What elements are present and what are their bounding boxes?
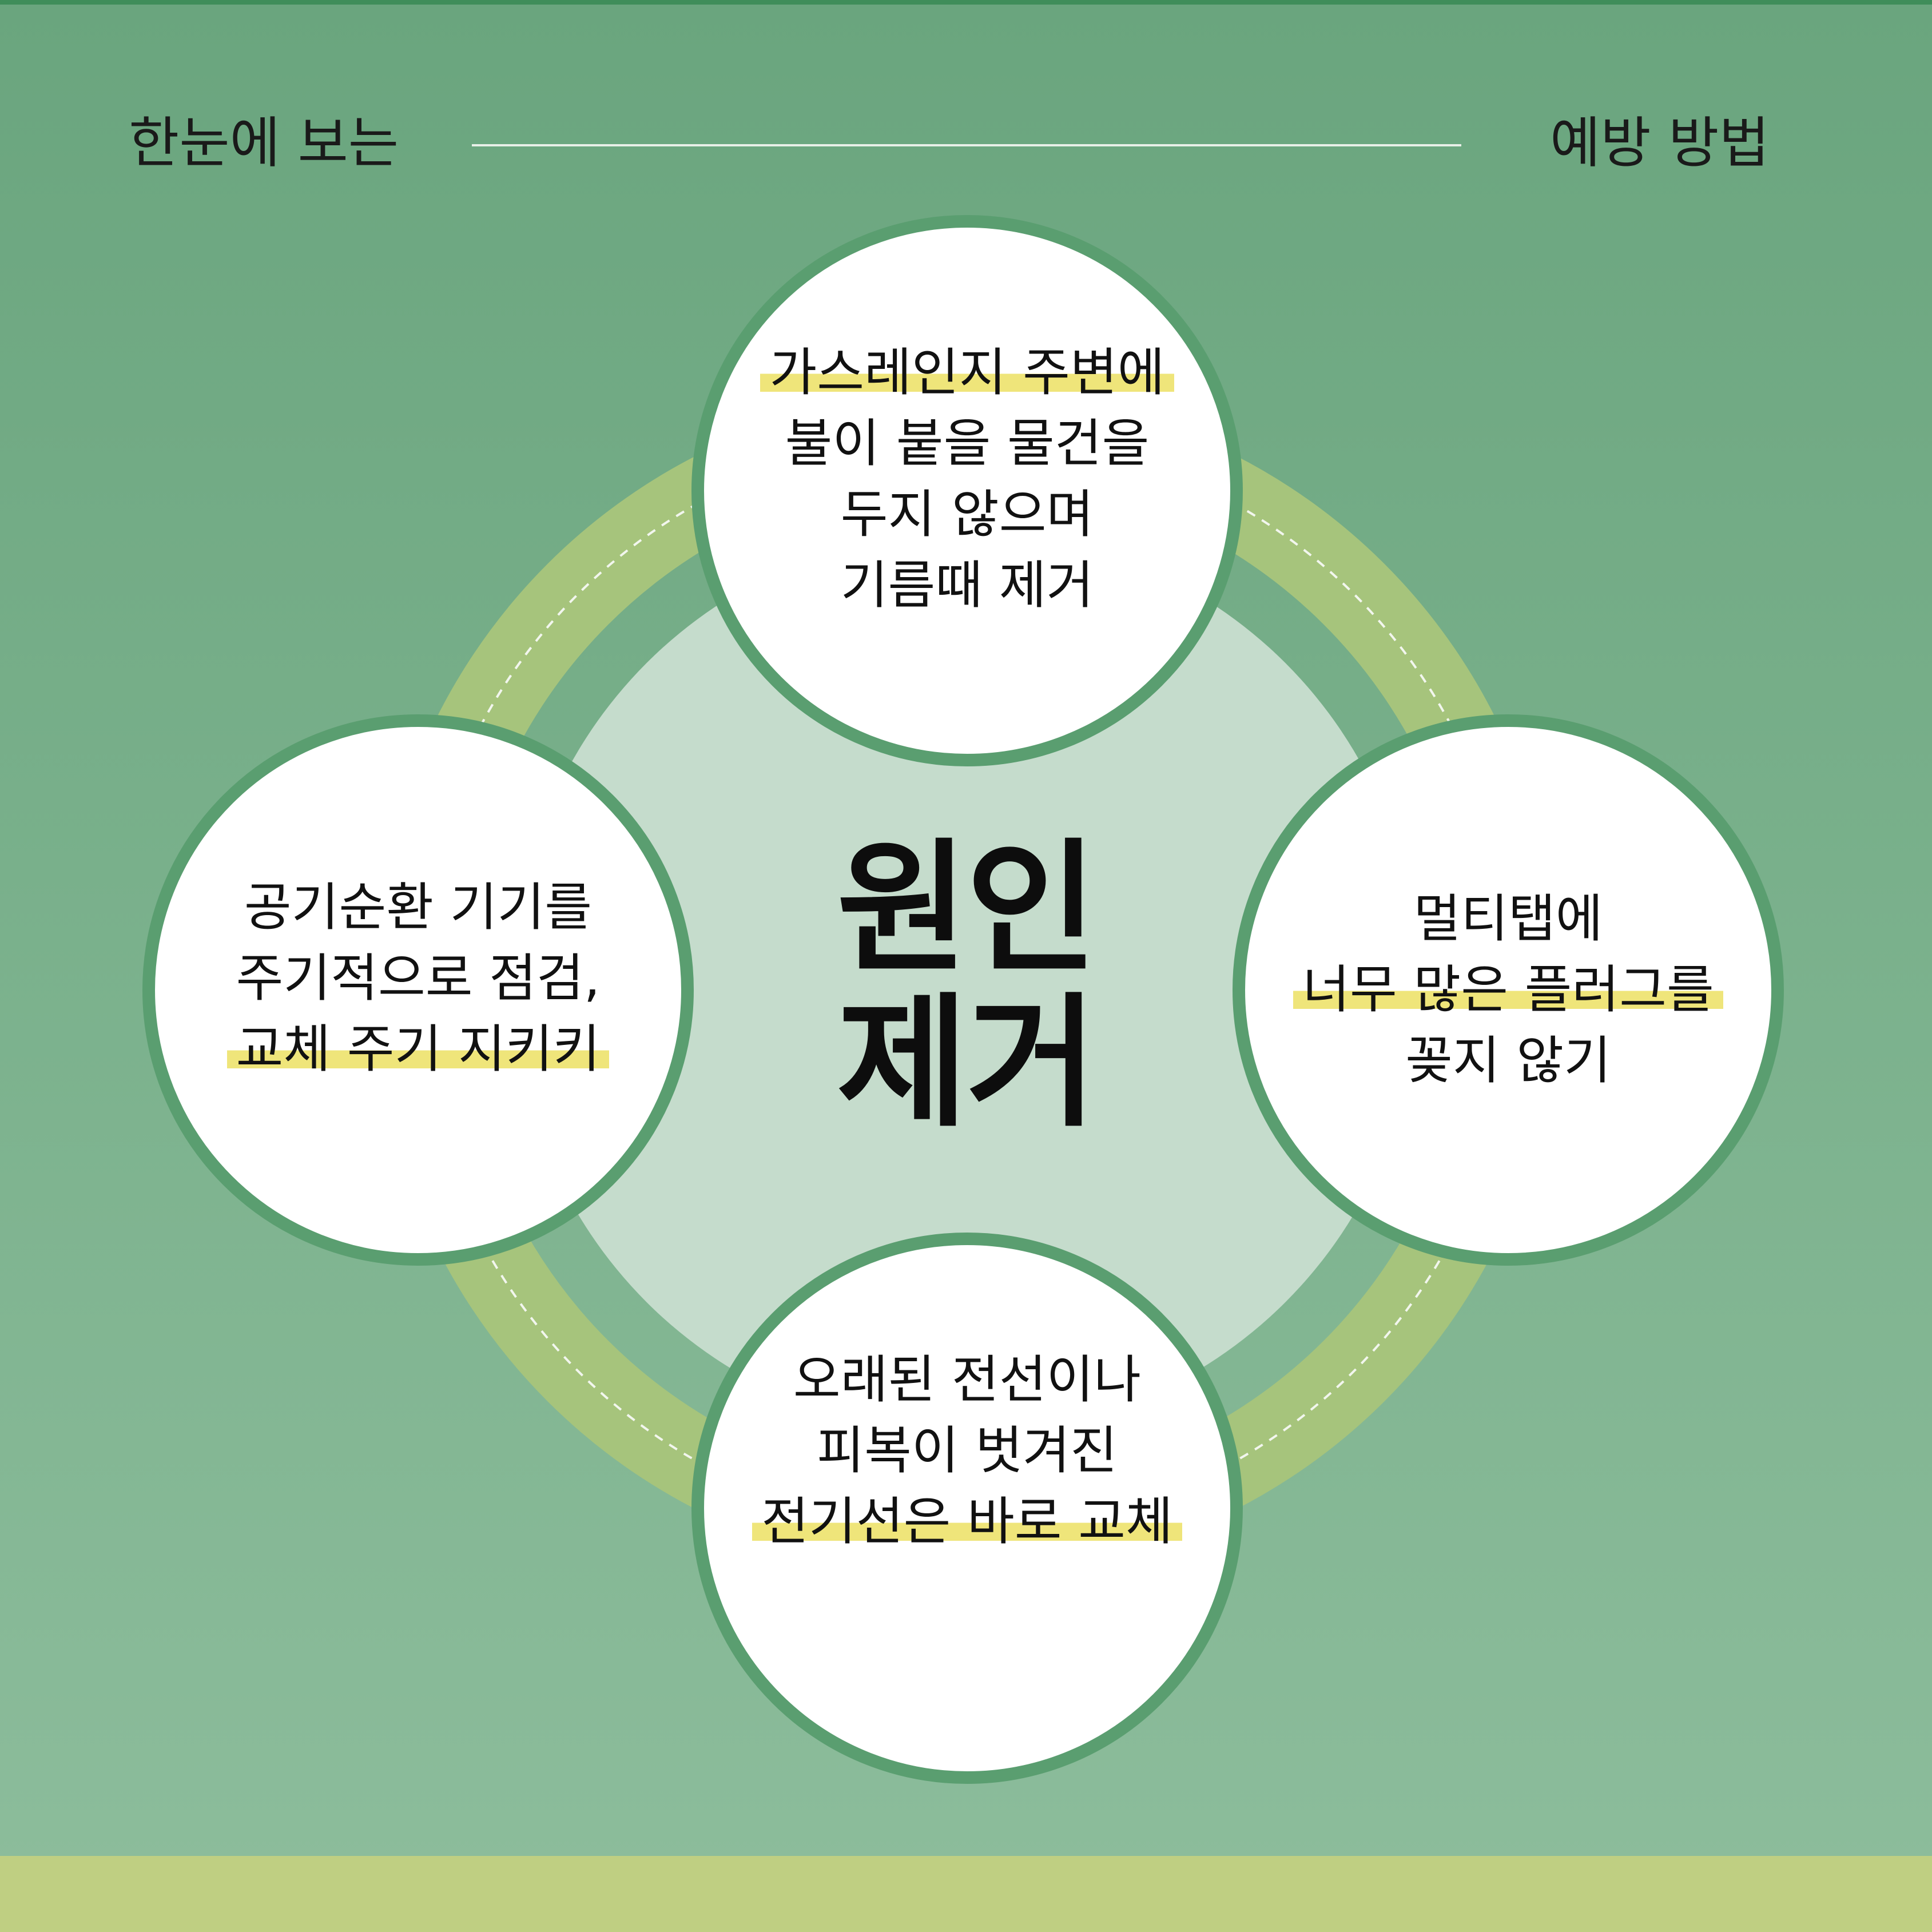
- center-title-line2: 제거: [837, 980, 1098, 1146]
- inner-disc: [514, 531, 1418, 1434]
- circle-top-line1: 가스레인지 주변에: [760, 343, 1174, 403]
- circle-bottom-line3: 전기선은 바로 교체: [752, 1492, 1182, 1552]
- header-divider: [472, 144, 1461, 146]
- header-right-text: 예방 방법: [1550, 111, 1770, 175]
- circle-top: 가스레인지 주변에 불이 붙을 물건을 두지 않으며 기름때 제거: [691, 215, 1243, 766]
- circle-bottom: 오래된 전선이나 피복이 벗겨진 전기선은 바로 교체: [691, 1233, 1243, 1784]
- circle-bottom-line1: 오래된 전선이나: [793, 1350, 1142, 1410]
- circle-left-line3: 교체 주기 지키키: [226, 1019, 610, 1079]
- circle-right-line1: 멀티탭에: [1413, 889, 1603, 949]
- header-left-text: 한눈에 보는: [129, 111, 399, 175]
- bottom-band: [0, 1856, 1932, 1932]
- top-accent-line: [0, 0, 1932, 5]
- circle-right-line3: 꽂지 않기: [1405, 1031, 1611, 1091]
- circle-right-text: 멀티탭에 너무 많은 플러그를 꽂지 않기: [1293, 884, 1723, 1096]
- circle-top-line2: 불이 붙을 물건을: [785, 414, 1150, 474]
- circle-right: 멀티탭에 너무 많은 플러그를 꽂지 않기: [1233, 714, 1784, 1266]
- circle-bottom-text: 오래된 전선이나 피복이 벗겨진 전기선은 바로 교체: [752, 1345, 1182, 1557]
- circle-left-line1: 공기순환 기기를: [244, 877, 593, 937]
- circle-right-line2: 너무 많은 플러그를: [1293, 960, 1723, 1020]
- circle-left: 공기순환 기기를 주기적으로 점검, 교체 주기 지키키: [142, 714, 694, 1266]
- circle-top-text: 가스레인지 주변에 불이 붙을 물건을 두지 않으며 기름때 제거: [760, 337, 1174, 621]
- circle-top-line3: 두지 않으며: [840, 484, 1094, 544]
- center-title-line1: 원인: [837, 825, 1098, 992]
- circle-left-line2: 주기적으로 점검,: [236, 948, 601, 1008]
- circle-top-line4: 기름때 제거: [840, 555, 1094, 615]
- circle-bottom-line2: 피복이 벗겨진: [817, 1421, 1118, 1481]
- circle-left-text: 공기순환 기기를 주기적으로 점검, 교체 주기 지키키: [226, 872, 610, 1085]
- center-title: 원인 제거: [794, 832, 1138, 1140]
